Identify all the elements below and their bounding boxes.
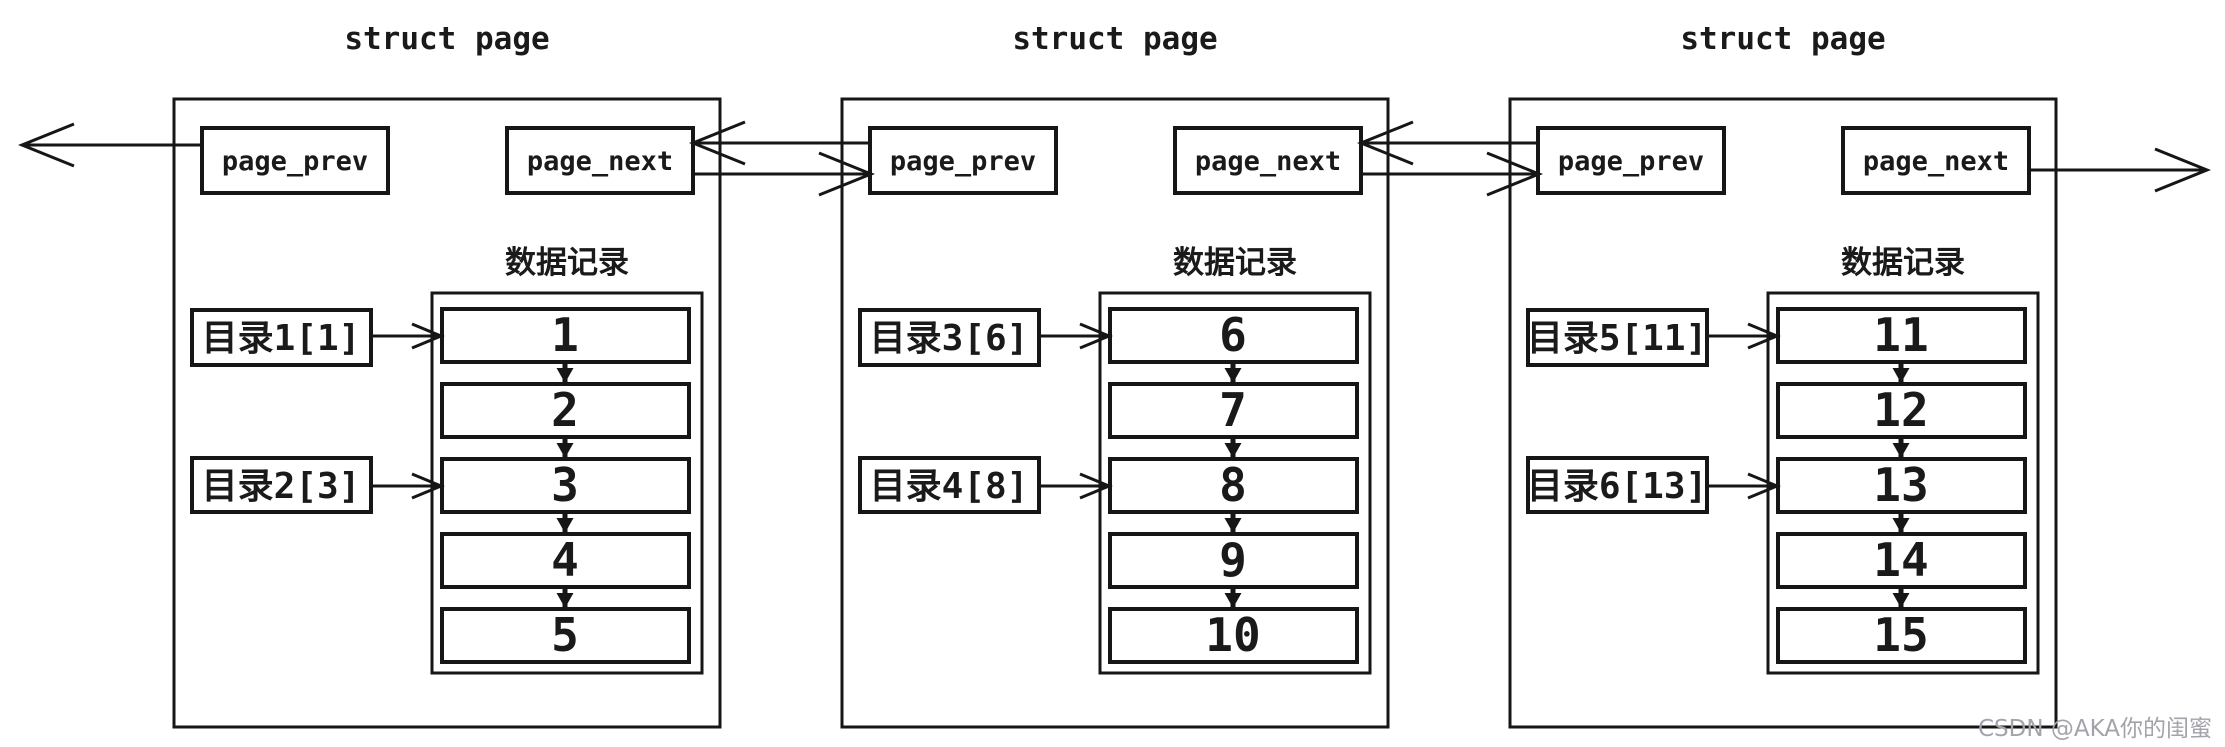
record-row [1108, 457, 1359, 514]
page-next-label: page_next [1195, 146, 1341, 177]
page-next-label: page_next [527, 146, 673, 177]
directory-entry [190, 456, 373, 514]
directory-entry [858, 456, 1041, 514]
record-value: 12 [1873, 383, 1928, 437]
record-value: 2 [551, 383, 579, 437]
record-value: 11 [1873, 308, 1928, 362]
directory-label: 目录2[3] [202, 466, 361, 507]
directory-entry [1526, 456, 1709, 514]
struct-title: struct page [1012, 21, 1217, 57]
record-row [440, 532, 691, 589]
record-value: 15 [1873, 608, 1928, 662]
struct-title: struct page [1680, 21, 1885, 57]
records-label: 数据记录 [1173, 245, 1297, 281]
page-prev-label: page_prev [890, 146, 1036, 177]
record-row [1776, 307, 2027, 364]
record-row [440, 457, 691, 514]
page-prev-label: page_prev [1558, 146, 1704, 177]
record-row [1108, 382, 1359, 439]
record-value: 7 [1219, 383, 1247, 437]
record-value: 1 [551, 308, 579, 362]
directory-label: 目录5[11] [1527, 318, 1707, 359]
page-prev-field [1536, 126, 1726, 195]
page-next-field [1173, 126, 1363, 195]
record-row [440, 607, 691, 664]
record-value: 3 [551, 458, 579, 512]
record-value: 4 [551, 533, 579, 587]
page-next-field [505, 126, 695, 195]
page-next-label: page_next [1863, 146, 2009, 177]
list-links [17, 120, 2212, 197]
records-label: 数据记录 [505, 245, 629, 281]
directory-entry [190, 308, 373, 367]
struct-page-2: struct page page_prev page_next 数据记录 6 7… [840, 21, 1390, 729]
directory-label: 目录3[6] [870, 318, 1029, 359]
directory-label: 目录1[1] [202, 318, 361, 359]
struct-page-3: struct page page_prev page_next 数据记录 11 … [1508, 21, 2058, 729]
struct-page-1: struct page page_prev page_next 数据记录 1 2… [172, 21, 722, 729]
record-value: 6 [1219, 308, 1247, 362]
record-row [1108, 607, 1359, 664]
record-row [1776, 607, 2027, 664]
record-row [1108, 532, 1359, 589]
record-row [1776, 532, 2027, 589]
record-row [440, 382, 691, 439]
records-label: 数据记录 [1841, 245, 1965, 281]
record-value: 9 [1219, 533, 1247, 587]
page-prev-label: page_prev [222, 146, 368, 177]
record-value: 8 [1219, 458, 1247, 512]
record-row [1776, 382, 2027, 439]
directory-label: 目录4[8] [870, 466, 1029, 507]
record-value: 10 [1205, 608, 1260, 662]
directory-label: 目录6[13] [1527, 466, 1707, 507]
struct-title: struct page [344, 21, 549, 57]
record-row [1108, 307, 1359, 364]
directory-entry [1526, 308, 1709, 367]
record-value: 13 [1873, 458, 1928, 512]
record-value: 5 [551, 608, 579, 662]
page-prev-field [200, 126, 390, 195]
record-value: 14 [1873, 533, 1928, 587]
watermark: CSDN @AKA你的闺蜜 [1978, 716, 2212, 742]
page-next-field [1841, 126, 2031, 195]
